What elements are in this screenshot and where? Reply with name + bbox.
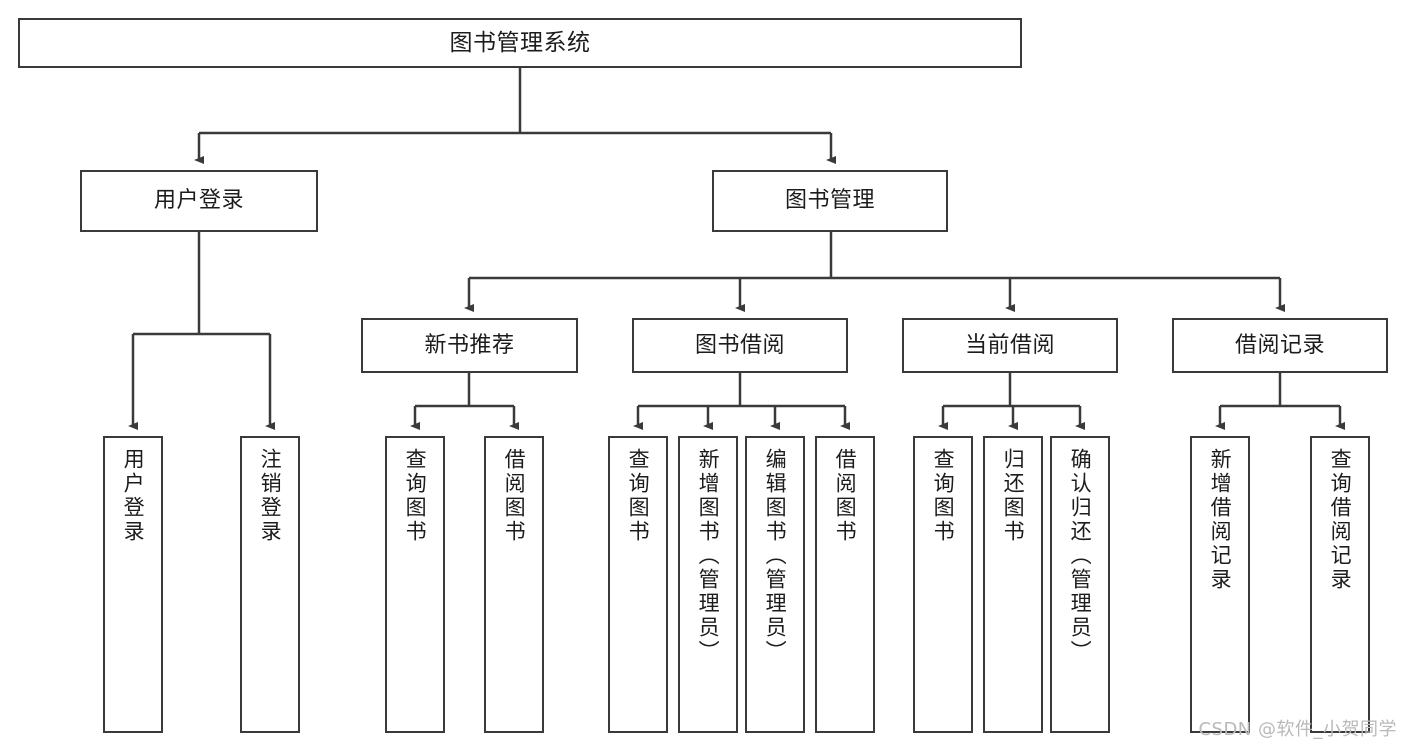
node-label: 编辑图书（管理员）: [763, 448, 788, 664]
leaf-record-add-record[interactable]: 新增借阅记录: [1190, 436, 1250, 733]
node-book-management[interactable]: 图书管理: [712, 170, 948, 232]
node-label: 查询图书: [403, 448, 428, 544]
leaf-current-confirm-return-admin[interactable]: 确认归还（管理员）: [1050, 436, 1110, 733]
node-borrow-record[interactable]: 借阅记录: [1172, 318, 1388, 373]
node-label: 借阅记录: [1234, 332, 1325, 358]
node-label: 借阅图书: [833, 448, 858, 544]
node-label: 借阅图书: [502, 448, 527, 544]
leaf-borrow-borrow-book[interactable]: 借阅图书: [815, 436, 875, 733]
node-label: 确认归还（管理员）: [1068, 448, 1093, 664]
leaf-current-query-book[interactable]: 查询图书: [913, 436, 973, 733]
leaf-current-return-book[interactable]: 归还图书: [983, 436, 1043, 733]
node-label: 用户登录: [121, 448, 146, 544]
node-label: 当前借阅: [964, 332, 1055, 358]
leaf-recommend-query-book[interactable]: 查询图书: [385, 436, 445, 733]
leaf-borrow-add-book-admin[interactable]: 新增图书（管理员）: [678, 436, 738, 733]
node-label: 查询图书: [931, 448, 956, 544]
leaf-borrow-edit-book-admin[interactable]: 编辑图书（管理员）: [745, 436, 805, 733]
node-label: 图书借阅: [694, 332, 785, 358]
leaf-recommend-borrow-book[interactable]: 借阅图书: [484, 436, 544, 733]
node-label: 查询借阅记录: [1328, 448, 1353, 592]
node-label: 新书推荐: [424, 332, 515, 358]
node-book-borrow[interactable]: 图书借阅: [632, 318, 848, 373]
node-label: 新增借阅记录: [1208, 448, 1233, 592]
node-root-book-management-system[interactable]: 图书管理系统: [18, 18, 1022, 68]
node-new-book-recommend[interactable]: 新书推荐: [361, 318, 578, 373]
node-current-borrow[interactable]: 当前借阅: [902, 318, 1118, 373]
node-label: 新增图书（管理员）: [696, 448, 721, 664]
leaf-user-login-signin[interactable]: 用户登录: [103, 436, 163, 733]
leaf-record-query-record[interactable]: 查询借阅记录: [1310, 436, 1370, 733]
node-label: 归还图书: [1001, 448, 1026, 544]
node-user-login[interactable]: 用户登录: [80, 170, 318, 232]
node-label: 注销登录: [258, 448, 283, 544]
watermark: CSDN @软件_小贺同学: [1198, 719, 1397, 740]
leaf-borrow-query-book[interactable]: 查询图书: [608, 436, 668, 733]
node-label: 图书管理: [784, 188, 875, 214]
node-label: 查询图书: [626, 448, 651, 544]
node-label: 图书管理系统: [449, 29, 591, 56]
node-label: 用户登录: [153, 188, 244, 214]
leaf-user-login-signout[interactable]: 注销登录: [240, 436, 300, 733]
